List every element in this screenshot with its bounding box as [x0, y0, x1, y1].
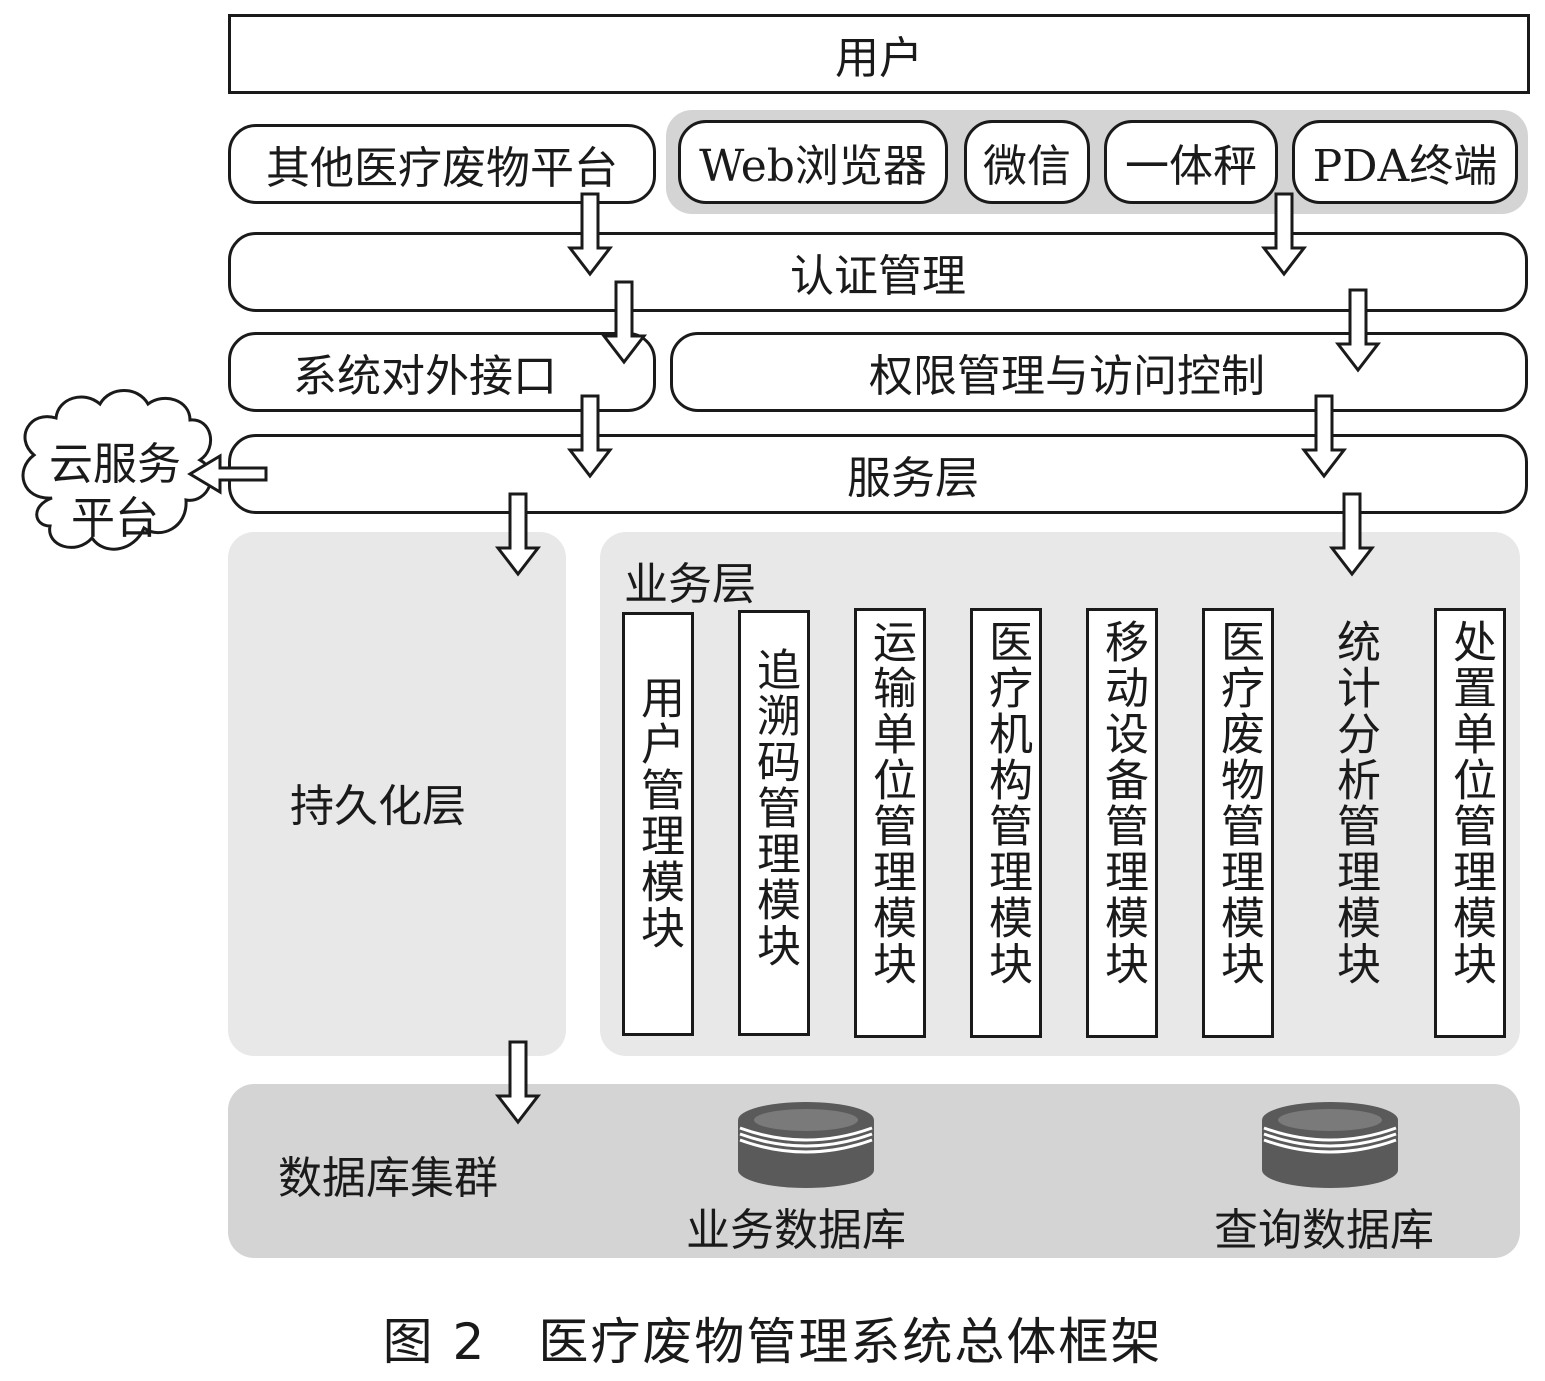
module-transport-unit-label: 运输单位管理模块 — [865, 619, 916, 987]
client-scale-label: 一体秤 — [1125, 141, 1257, 192]
module-trace-code-label: 追溯码管理模块 — [749, 647, 800, 969]
module-medical-waste-label: 医疗废物管理模块 — [1213, 619, 1264, 987]
auth-layer-label: 认证管理 — [790, 251, 966, 302]
client-scale: 一体秤 — [1104, 120, 1278, 204]
auth-layer: 认证管理 — [228, 232, 1528, 312]
external-interface-label: 系统对外接口 — [293, 351, 557, 402]
module-disposal-unit: 处置单位管理模块 — [1434, 608, 1506, 1038]
module-mobile-device: 移动设备管理模块 — [1086, 608, 1158, 1038]
module-statistics: 统计分析管理模块 — [1318, 608, 1390, 1038]
other-platform-label: 其他医疗废物平台 — [266, 143, 618, 194]
module-user-management: 用户管理模块 — [622, 612, 694, 1036]
external-interface-box: 系统对外接口 — [228, 332, 656, 412]
module-medical-institution-label: 医疗机构管理模块 — [981, 619, 1032, 987]
module-trace-code: 追溯码管理模块 — [738, 610, 810, 1036]
db-query-label: 查询数据库 — [1214, 1205, 1434, 1256]
service-layer-label: 服务层 — [847, 453, 979, 504]
permission-control-label: 权限管理与访问控制 — [869, 351, 1265, 402]
permission-control-box: 权限管理与访问控制 — [670, 332, 1528, 412]
module-statistics-label: 统计分析管理模块 — [1329, 619, 1380, 987]
client-wechat-label: 微信 — [983, 141, 1071, 192]
user-layer-label: 用户 — [835, 33, 923, 84]
figure-caption: 图 2 医疗废物管理系统总体框架 — [382, 1313, 1163, 1371]
client-wechat: 微信 — [964, 120, 1090, 204]
module-mobile-device-label: 移动设备管理模块 — [1097, 619, 1148, 987]
module-disposal-unit-label: 处置单位管理模块 — [1445, 619, 1496, 987]
module-user-management-label: 用户管理模块 — [633, 675, 684, 951]
module-medical-institution: 医疗机构管理模块 — [970, 608, 1042, 1038]
other-platform-box: 其他医疗废物平台 — [228, 124, 656, 204]
client-web-browser: Web浏览器 — [678, 120, 948, 204]
service-layer: 服务层 — [228, 434, 1528, 514]
client-web-browser-label: Web浏览器 — [699, 141, 927, 192]
module-medical-waste: 医疗废物管理模块 — [1202, 608, 1274, 1038]
client-pda: PDA终端 — [1292, 120, 1518, 204]
db-cluster-label: 数据库集群 — [278, 1153, 498, 1204]
persistence-panel — [228, 532, 566, 1056]
module-transport-unit: 运输单位管理模块 — [854, 608, 926, 1038]
business-layer-label: 业务层 — [624, 559, 756, 610]
cloud-label-line1: 云服务 — [49, 439, 181, 490]
db-business-label: 业务数据库 — [686, 1205, 906, 1256]
user-layer: 用户 — [228, 14, 1530, 94]
cloud-label-line2: 平台 — [71, 493, 159, 544]
persistence-label: 持久化层 — [290, 781, 466, 832]
client-pda-label: PDA终端 — [1312, 141, 1498, 192]
